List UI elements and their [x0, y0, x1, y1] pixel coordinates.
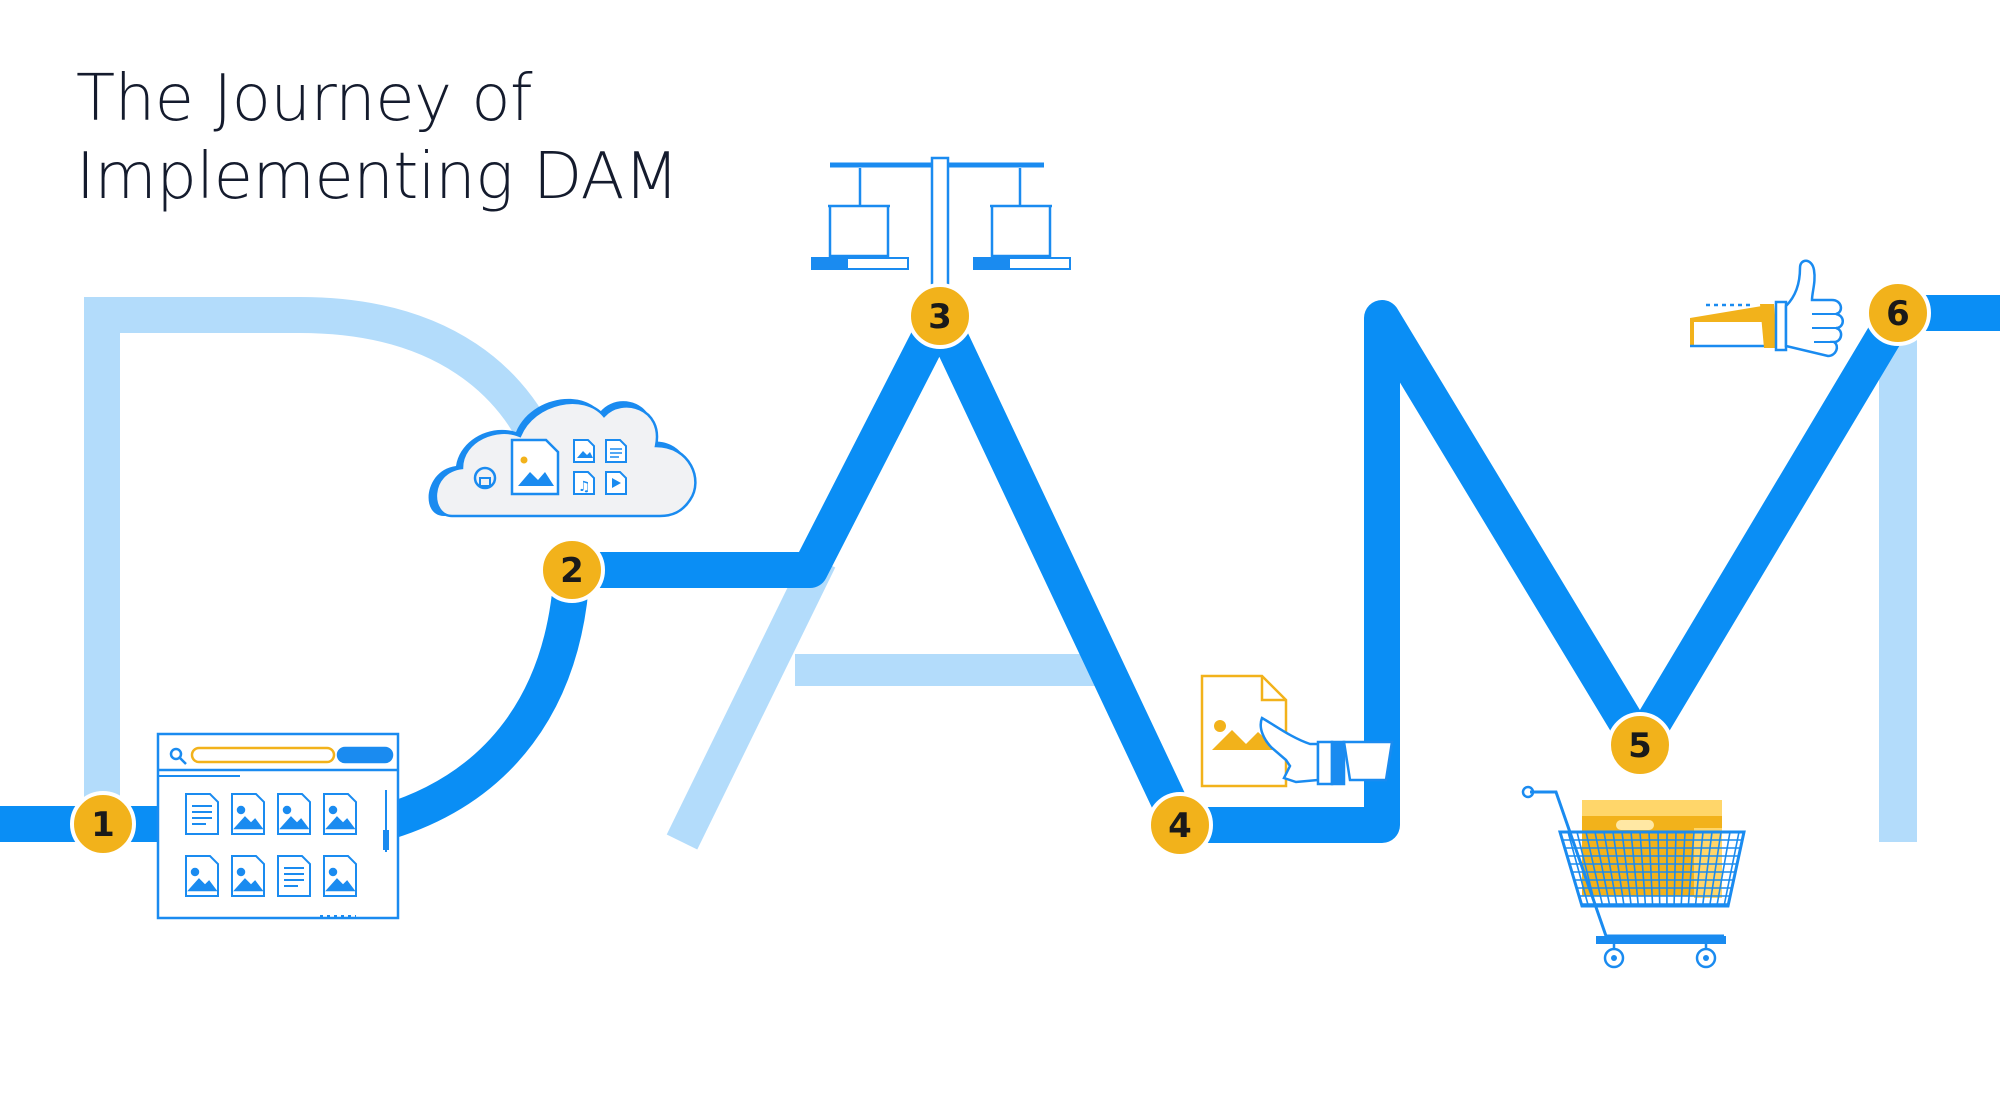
step-number: 3 [928, 297, 952, 337]
image-file-icon [186, 856, 218, 896]
step-marker-1: 1 [72, 793, 134, 855]
cloud-storage-icon: ♫ [429, 399, 696, 516]
title-line-2: Implementing DAM [76, 138, 679, 216]
image-file-icon [232, 856, 264, 896]
step-number: 6 [1886, 294, 1910, 334]
step-number: 2 [560, 551, 584, 591]
document-file-icon [186, 794, 218, 834]
svg-text:♫: ♫ [578, 479, 591, 495]
step-marker-6: 6 [1867, 282, 1929, 344]
letter-a-left-light [682, 560, 820, 842]
step-number: 1 [91, 805, 115, 845]
step-marker-3: 3 [909, 285, 971, 347]
step-number: 4 [1168, 806, 1192, 846]
search-button [338, 748, 392, 762]
image-file-icon [232, 794, 264, 834]
image-file-icon [324, 794, 356, 834]
step-marker-5: 5 [1609, 714, 1671, 776]
title-line-1: The Journey of [76, 60, 679, 138]
asset-library-browser-icon [158, 734, 398, 918]
step-marker-4: 4 [1149, 794, 1211, 856]
shopping-cart-icon [1523, 787, 1744, 967]
step-number: 5 [1628, 726, 1652, 766]
image-file-icon [278, 794, 310, 834]
balance-scale-icon [812, 158, 1070, 286]
document-file-icon [278, 856, 310, 896]
step-marker-2: 2 [541, 539, 603, 601]
image-file-icon [324, 856, 356, 896]
thumbs-up-icon [1690, 261, 1843, 356]
page-title: The Journey of Implementing DAM [76, 60, 679, 216]
